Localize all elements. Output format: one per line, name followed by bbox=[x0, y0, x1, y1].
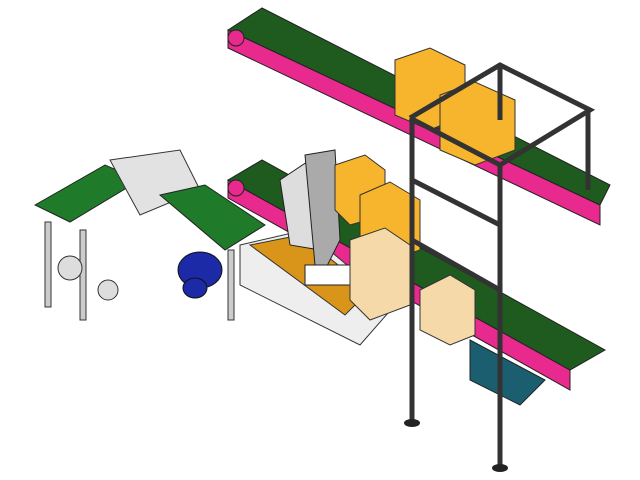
infeed-pulley bbox=[97, 279, 119, 301]
infeed-leg bbox=[79, 229, 87, 321]
box bbox=[349, 227, 411, 321]
infeed-pulley bbox=[57, 255, 83, 281]
lower-conveyor-roller bbox=[227, 179, 245, 197]
infeed-leg bbox=[44, 221, 52, 308]
motor-end bbox=[182, 277, 208, 299]
frame-rail bbox=[410, 177, 502, 228]
second-belt bbox=[158, 184, 266, 251]
frame-foot bbox=[492, 464, 508, 472]
teal-conveyor bbox=[469, 339, 546, 406]
box bbox=[419, 274, 476, 346]
upper-conveyor-roller bbox=[227, 29, 245, 47]
motor bbox=[177, 251, 223, 299]
left-infeed-conveyor bbox=[33, 149, 266, 321]
boxes bbox=[334, 47, 516, 346]
leg bbox=[227, 249, 235, 321]
packing-station bbox=[239, 149, 396, 346]
robot-arm bbox=[304, 149, 341, 271]
frame-foot bbox=[404, 419, 420, 427]
frame-rail bbox=[410, 237, 502, 293]
gantry-frame bbox=[408, 62, 596, 465]
